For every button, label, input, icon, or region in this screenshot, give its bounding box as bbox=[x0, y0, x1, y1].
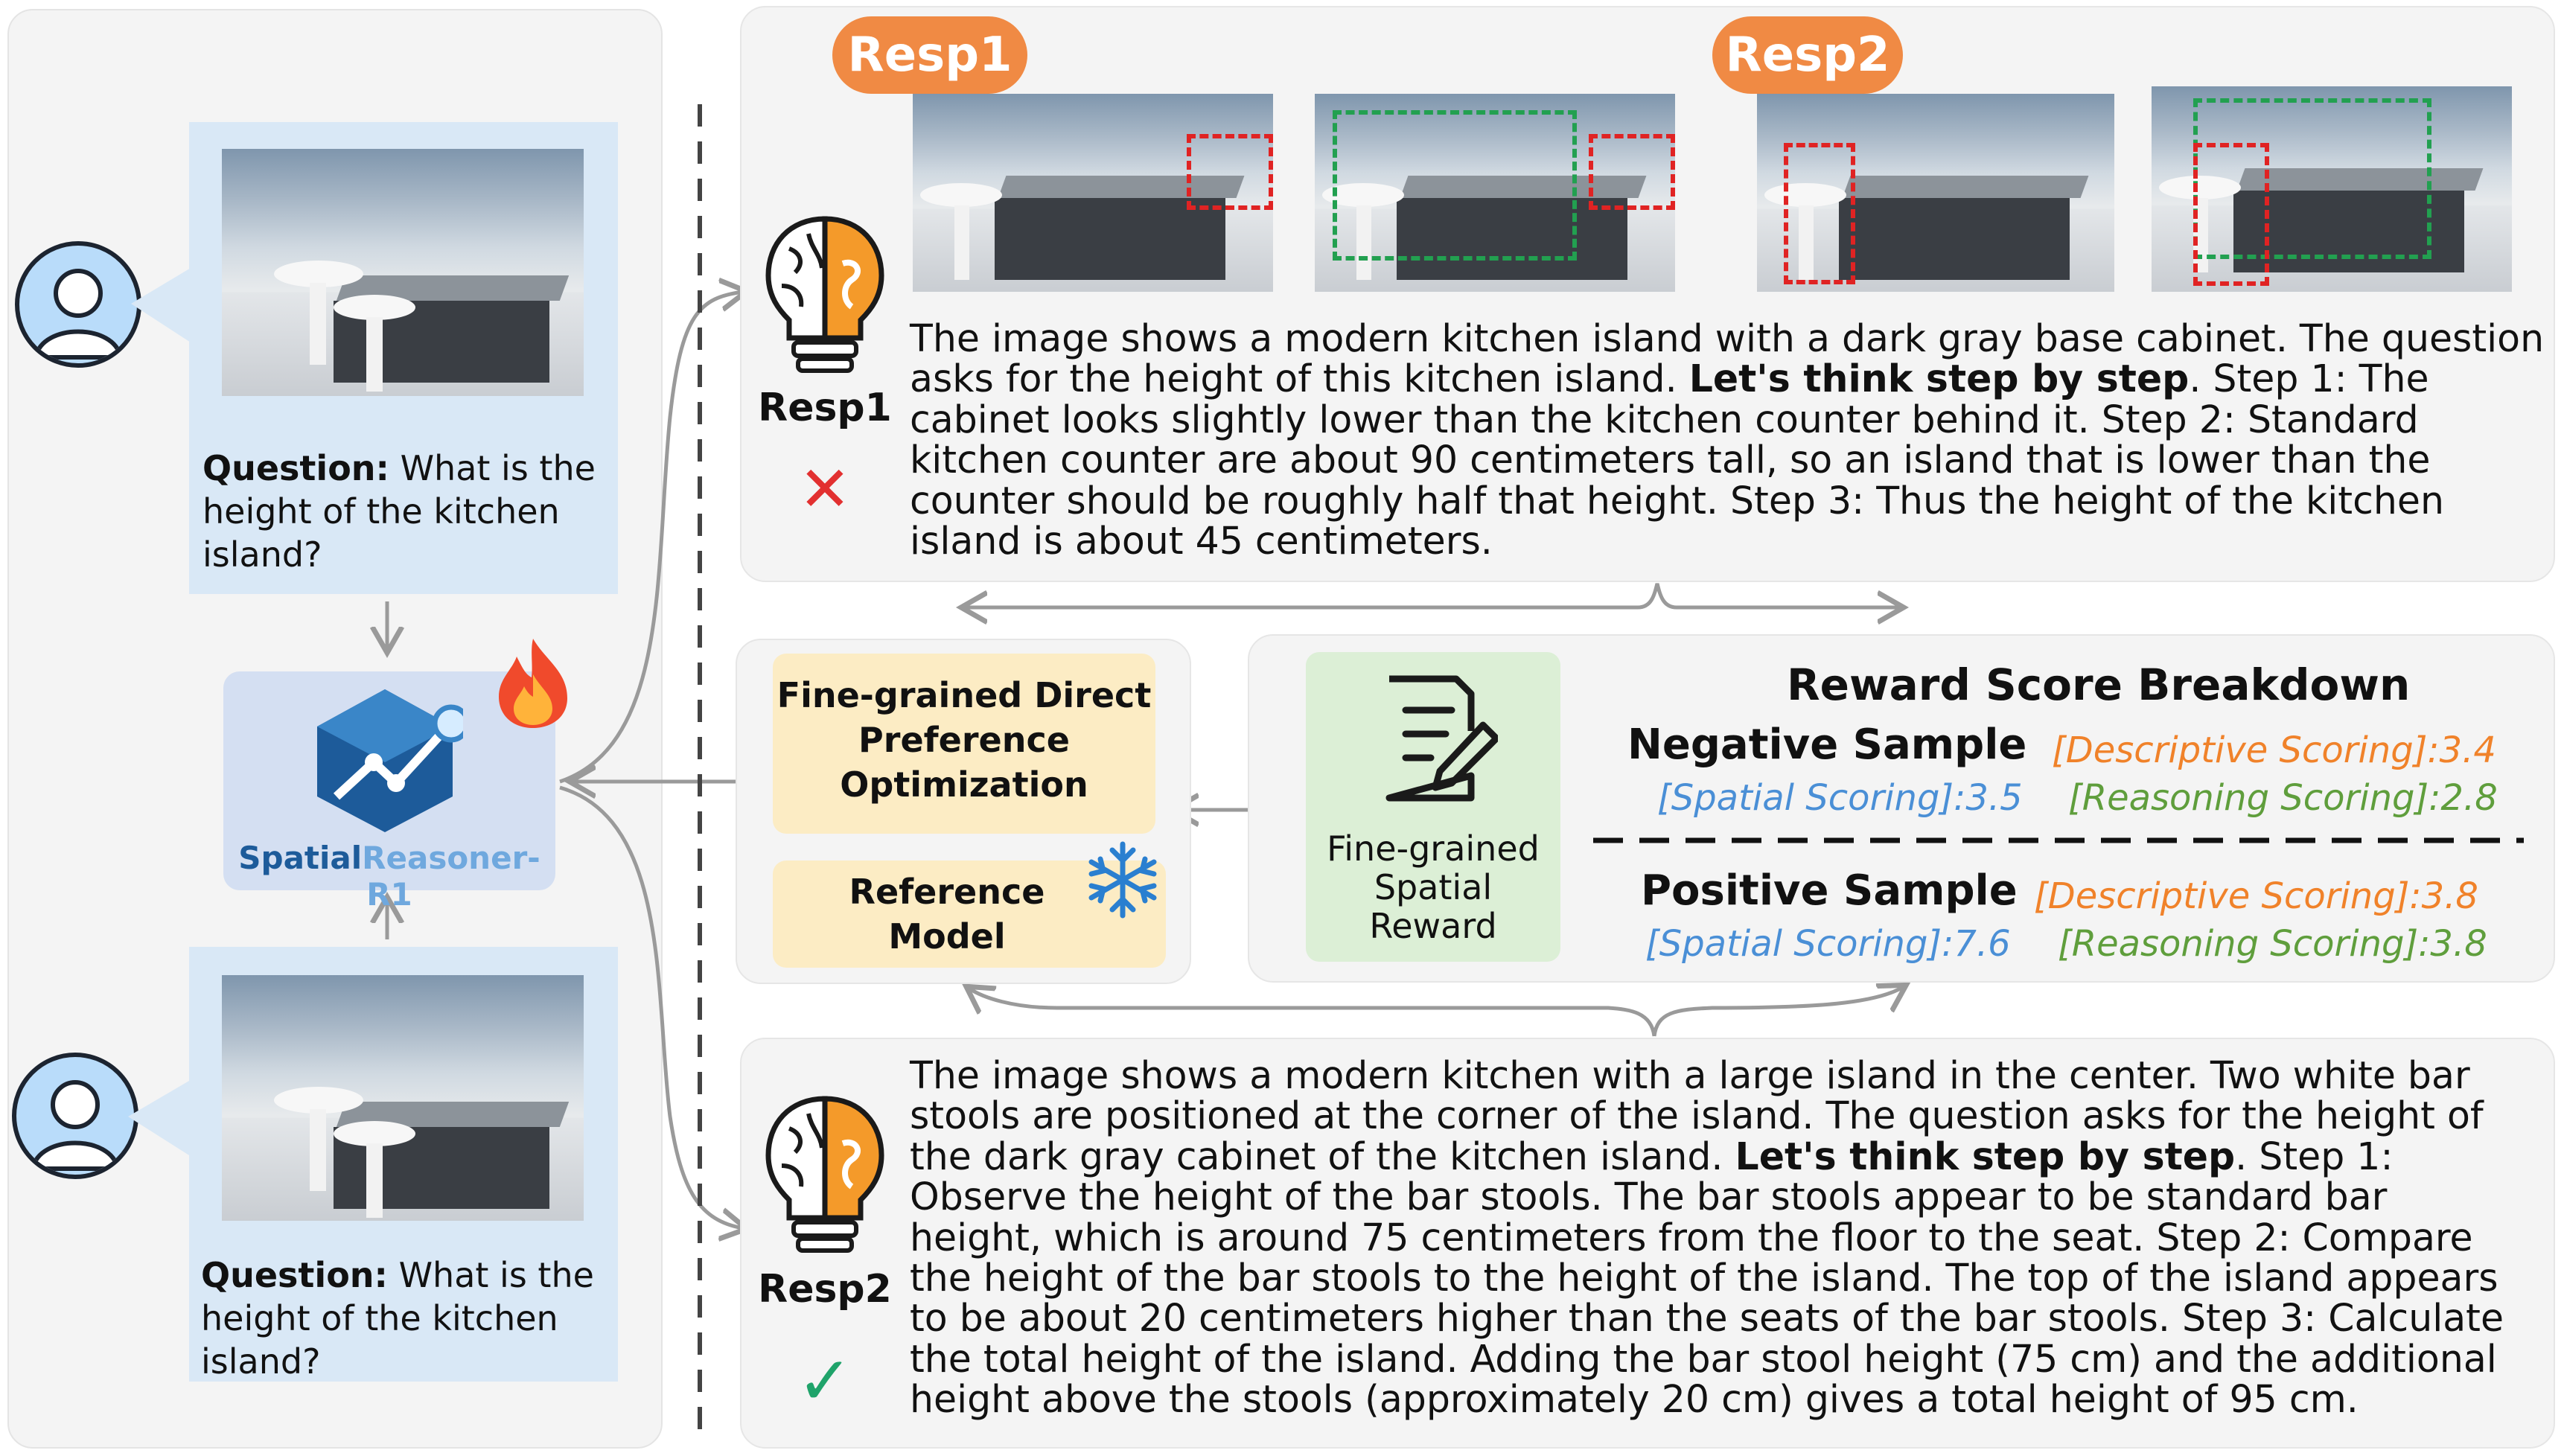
line-segment: cabinet looks slightly lower than the ki… bbox=[910, 397, 2419, 441]
fdpo-line3: Optimization bbox=[840, 764, 1088, 805]
fire-icon bbox=[499, 639, 567, 728]
question-line1: What is the bbox=[398, 1255, 594, 1295]
reward-box-line3: Reward bbox=[1369, 906, 1497, 946]
speech-tail bbox=[131, 268, 191, 342]
line-segment: the height of the bar stools to the heig… bbox=[910, 1256, 2498, 1300]
model-logo-icon bbox=[317, 689, 463, 832]
resp1-text: The image shows a modern kitchen island … bbox=[910, 316, 2548, 563]
positive-sample-label: Positive Sample bbox=[1641, 866, 2018, 915]
line-segment: island is about 45 centimeters. bbox=[910, 519, 1493, 563]
fdpo-line2: Preference bbox=[858, 720, 1070, 760]
resp2-label: Resp2 bbox=[758, 1267, 892, 1312]
ref-line2: Model bbox=[888, 916, 1006, 957]
check-icon: ✓ bbox=[797, 1342, 853, 1420]
speech-tail bbox=[128, 1081, 189, 1155]
negative-descriptive-score: [Descriptive Scoring]:3.4 bbox=[2052, 729, 2496, 771]
line-segment: The image shows a modern kitchen island … bbox=[910, 316, 2545, 360]
reward-box-line1: Fine-grained bbox=[1327, 828, 1540, 869]
line-segment: stools are positioned at the corner of t… bbox=[910, 1093, 2484, 1138]
resp2-text: The image shows a modern kitchen with a … bbox=[910, 1053, 2548, 1420]
resp2-line: height, which is around 75 centimeters f… bbox=[910, 1215, 2548, 1259]
positive-descriptive-score: [Descriptive Scoring]:3.8 bbox=[2034, 875, 2478, 917]
reward-title: Reward Score Breakdown bbox=[1787, 660, 2411, 710]
question-label: Question: bbox=[201, 1255, 388, 1295]
question-label: Question: bbox=[202, 448, 389, 488]
resp1-line: The image shows a modern kitchen island … bbox=[910, 316, 2548, 360]
resp2-tag: Resp2 bbox=[1712, 16, 1903, 94]
ref-line1: Reference bbox=[849, 872, 1045, 912]
resp2-card bbox=[740, 1038, 2555, 1449]
line-segment: height above the stools (approximately 2… bbox=[910, 1377, 2359, 1422]
fdpo-box: Fine-grained Direct Preference Optimizat… bbox=[773, 654, 1155, 834]
spatial-reward-box: Fine-grained Spatial Reward bbox=[1306, 652, 1560, 962]
kitchen-image-top bbox=[222, 149, 584, 396]
separator-dashed bbox=[1593, 837, 2524, 843]
line-segment: counter should be roughly half that heig… bbox=[910, 478, 2444, 523]
resp2-image-1 bbox=[1757, 94, 2114, 292]
brain-bulb-icon bbox=[765, 216, 884, 373]
resp1-tag: Resp1 bbox=[832, 16, 1027, 94]
resp2-line: Observe the height of the bar stools. Th… bbox=[910, 1177, 2548, 1217]
question-text-top: Question: What is the height of the kitc… bbox=[202, 447, 619, 576]
question-line3: island? bbox=[201, 1341, 321, 1382]
kitchen-image-bottom bbox=[222, 975, 584, 1221]
emphasis-text: Let's think step by step bbox=[1735, 1134, 2236, 1178]
question-text-bottom: Question: What is the height of the kitc… bbox=[201, 1254, 618, 1383]
resp2-line: to be about 20 centimeters higher than t… bbox=[910, 1298, 2548, 1338]
negative-spatial-score: [Spatial Scoring]:3.5 bbox=[1657, 777, 2023, 819]
model-name: SpatialReasoner-R1 bbox=[238, 840, 540, 913]
reference-model-box: Reference Model bbox=[773, 860, 1166, 968]
resp1-label: Resp1 bbox=[758, 386, 892, 430]
line-segment: The image shows a modern kitchen with a … bbox=[910, 1053, 2470, 1097]
line-segment: . Step 1: bbox=[2235, 1134, 2394, 1178]
emphasis-text: Let's think step by step bbox=[1688, 357, 2190, 401]
resp1-line: cabinet looks slightly lower than the ki… bbox=[910, 397, 2548, 441]
positive-spatial-score: [Spatial Scoring]:7.6 bbox=[1645, 923, 2011, 965]
line-segment: asks for the height of this kitchen isla… bbox=[910, 357, 1689, 401]
cross-icon: ✕ bbox=[798, 453, 852, 526]
line-segment: the dark gray cabinet of the kitchen isl… bbox=[910, 1134, 1735, 1178]
resp2-line: The image shows a modern kitchen with a … bbox=[910, 1053, 2548, 1097]
line-segment: to be about 20 centimeters higher than t… bbox=[910, 1296, 2504, 1341]
resp1-image-2 bbox=[1315, 94, 1675, 292]
question-line1: What is the bbox=[400, 448, 596, 488]
line-segment: kitchen counter are about 90 centimeters… bbox=[910, 438, 2431, 482]
question-line2: height of the kitchen bbox=[201, 1298, 558, 1338]
resp2-line: the total height of the island. Adding t… bbox=[910, 1336, 2548, 1381]
resp2-line: height above the stools (approximately 2… bbox=[910, 1379, 2548, 1420]
resp1-line: kitchen counter are about 90 centimeters… bbox=[910, 440, 2548, 480]
reward-box-line2: Spatial bbox=[1374, 867, 1493, 907]
model-box: SpatialReasoner-R1 bbox=[223, 671, 555, 913]
resp1-line: asks for the height of this kitchen isla… bbox=[910, 359, 2548, 399]
line-segment: the total height of the island. Adding t… bbox=[910, 1336, 2497, 1381]
resp2-line: stools are positioned at the corner of t… bbox=[910, 1096, 2548, 1136]
positive-reasoning-score: [Reasoning Scoring]:3.8 bbox=[2058, 923, 2487, 965]
question-line2: height of the kitchen bbox=[202, 491, 560, 531]
resp1-image-1 bbox=[913, 94, 1273, 292]
resp2-line: the dark gray cabinet of the kitchen isl… bbox=[910, 1134, 2548, 1178]
user-icon bbox=[12, 1053, 138, 1179]
document-edit-icon bbox=[1385, 675, 1498, 802]
line-segment: . Step 1: The bbox=[2189, 357, 2429, 401]
user-icon bbox=[15, 241, 141, 368]
line-segment: Observe the height of the bar stools. Th… bbox=[910, 1175, 2388, 1219]
line-segment: height, which is around 75 centimeters f… bbox=[910, 1215, 2473, 1259]
resp1-line: counter should be roughly half that heig… bbox=[910, 478, 2548, 523]
negative-reasoning-score: [Reasoning Scoring]:2.8 bbox=[2068, 777, 2498, 819]
resp2-line: the height of the bar stools to the heig… bbox=[910, 1256, 2548, 1300]
snowflake-icon bbox=[1088, 841, 1157, 919]
resp1-line: island is about 45 centimeters. bbox=[910, 519, 2548, 563]
question-line3: island? bbox=[202, 534, 322, 575]
fdpo-line1: Fine-grained Direct bbox=[776, 675, 1152, 715]
resp2-image-2 bbox=[2152, 86, 2512, 292]
negative-sample-label: Negative Sample bbox=[1627, 721, 2027, 769]
brain-bulb-icon bbox=[765, 1096, 884, 1253]
